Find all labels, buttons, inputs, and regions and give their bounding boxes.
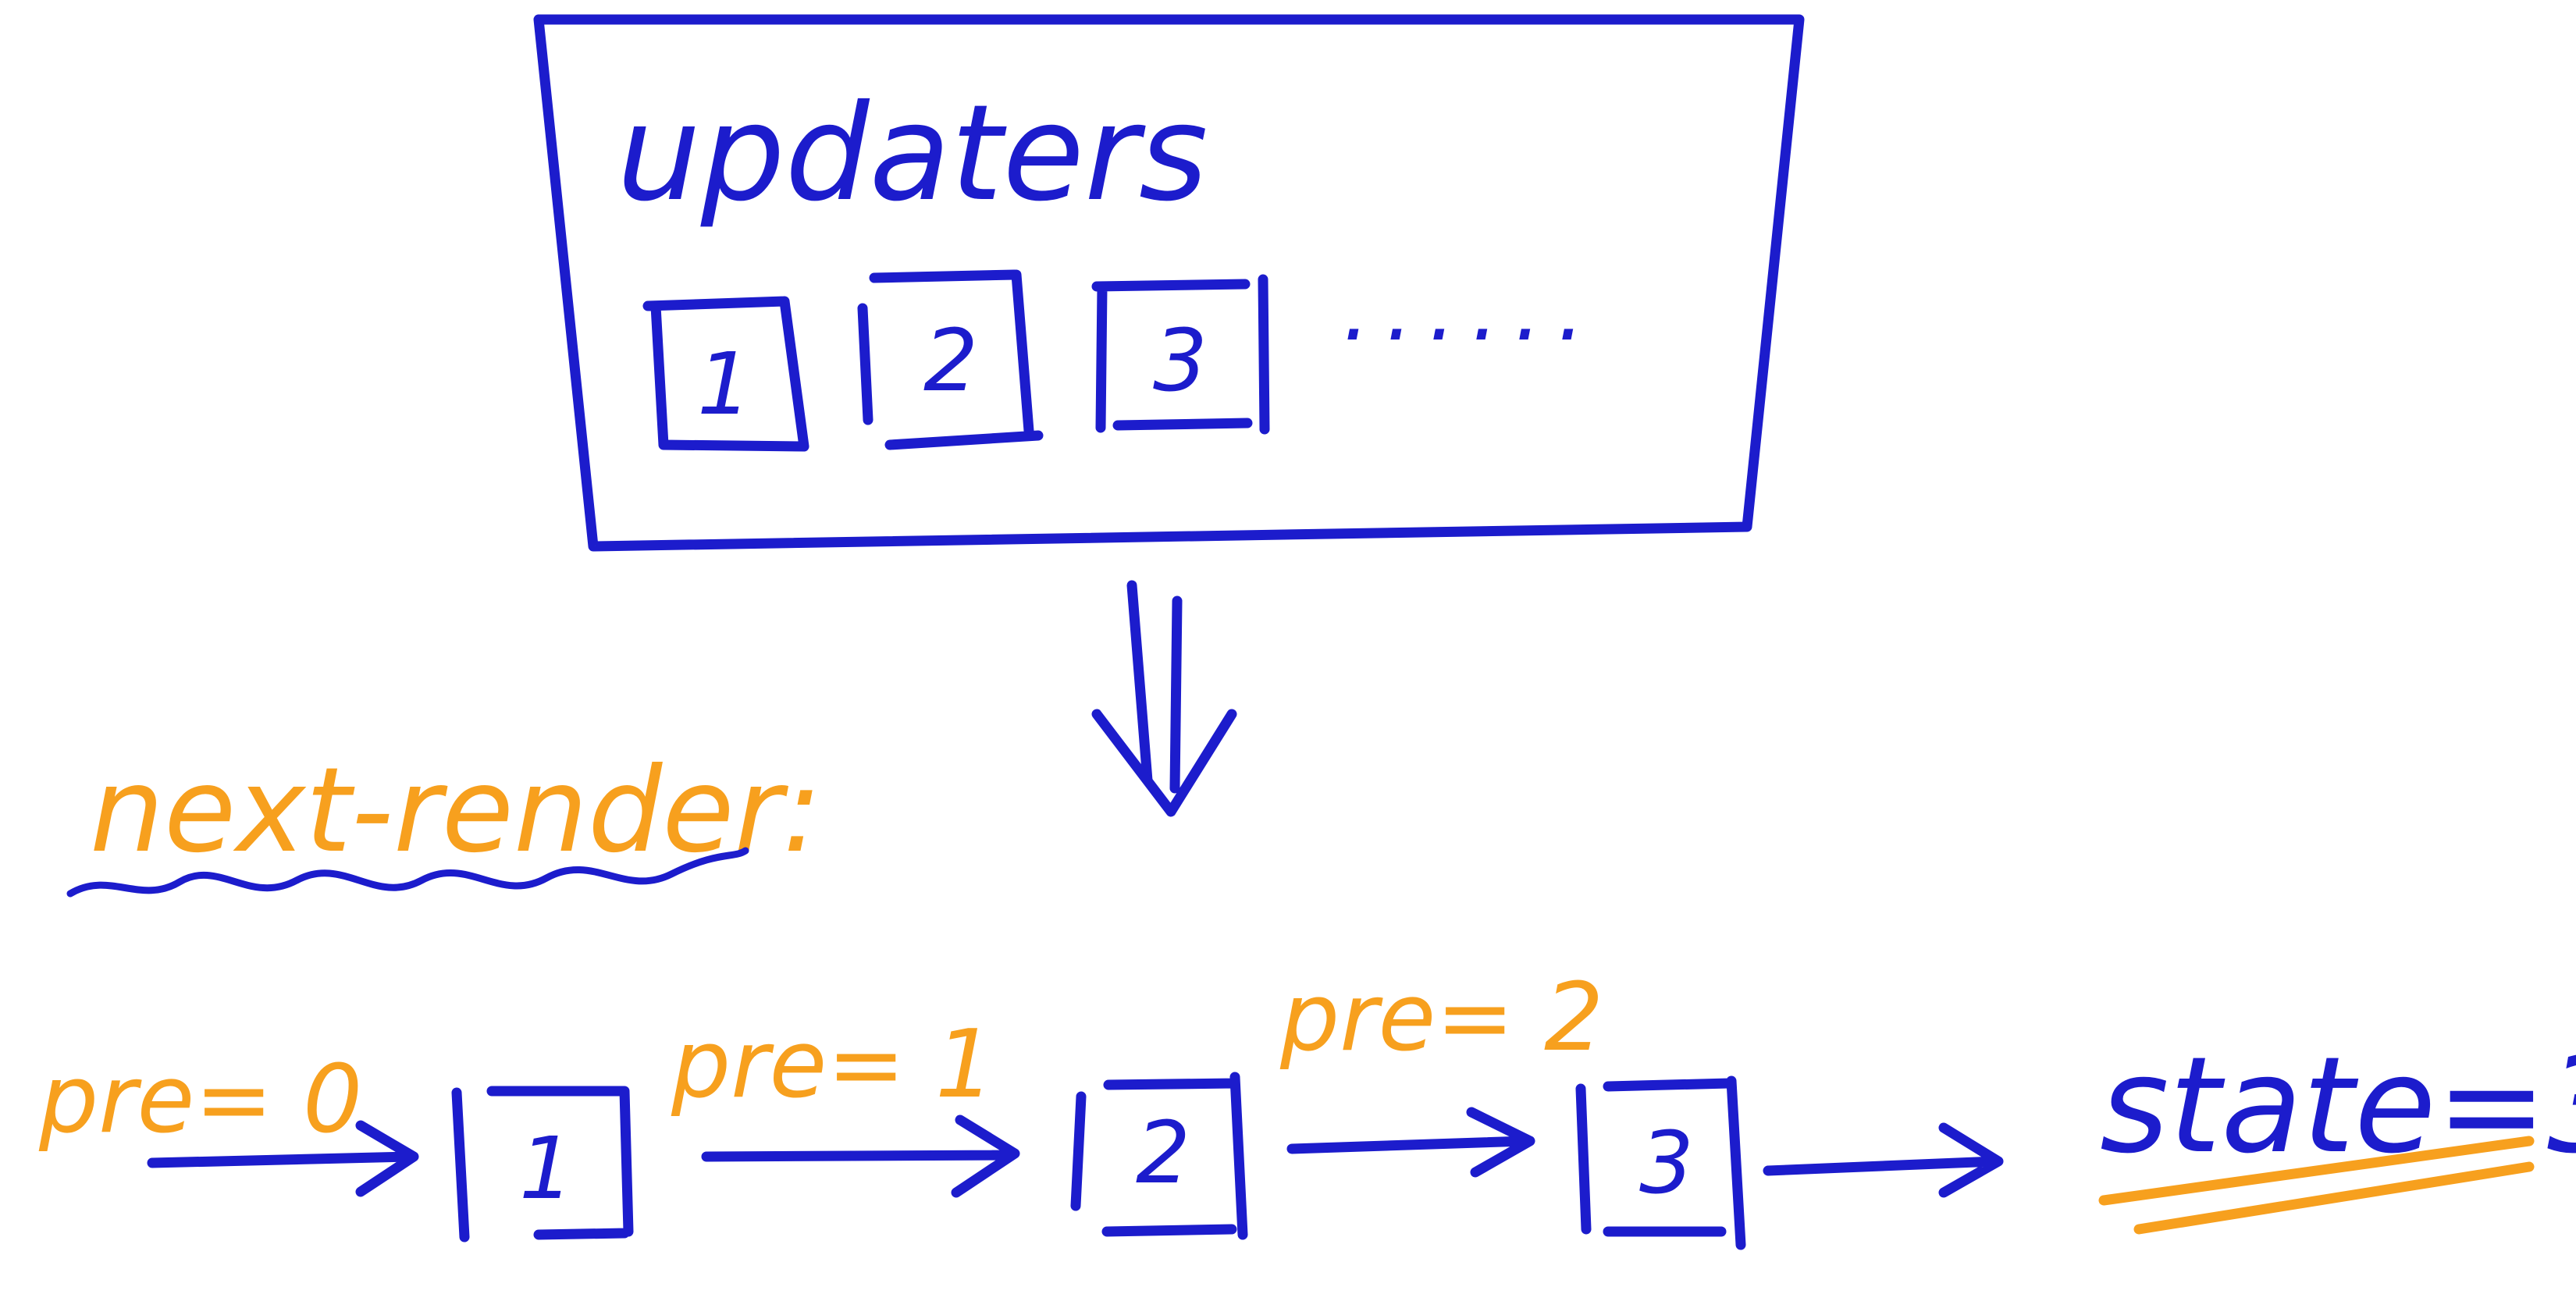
chain-box-2-label: 2 bbox=[1136, 1103, 1190, 1203]
arrow-to-box-1 bbox=[147, 1120, 419, 1197]
chain-box-3: 3 bbox=[1575, 1075, 1746, 1250]
chain-box-1-label: 1 bbox=[519, 1118, 574, 1218]
arrow-to-box-3 bbox=[1286, 1107, 1535, 1178]
queue-item-1: 1 bbox=[642, 296, 809, 452]
queue-item-2: 2 bbox=[857, 269, 1044, 450]
chain-box-2: 2 bbox=[1070, 1072, 1248, 1240]
double-down-arrow-icon bbox=[1091, 580, 1237, 817]
queue-item-3: 3 bbox=[1091, 274, 1270, 435]
arrow-to-result bbox=[1763, 1122, 2004, 1198]
state-double-underline bbox=[2098, 1136, 2535, 1235]
queue-item-1-label: 1 bbox=[697, 334, 752, 434]
queue-more-indicator: ...... bbox=[1343, 260, 1600, 360]
updaters-title: updaters bbox=[617, 76, 1208, 231]
arrow-to-box-2 bbox=[701, 1114, 1020, 1198]
pre-0-label: pre= 0 bbox=[38, 1046, 362, 1154]
state-result-label: state=3 bbox=[2100, 1029, 2576, 1183]
updaters-container bbox=[533, 14, 1805, 552]
queue-item-2-label: 2 bbox=[923, 311, 978, 411]
queue-item-3-label: 3 bbox=[1153, 311, 1208, 411]
next-render-wavy-underline bbox=[66, 847, 749, 898]
pre-1-label: pre= 1 bbox=[671, 1011, 994, 1119]
next-render-label: next-render: bbox=[90, 743, 822, 879]
pre-2-label: pre= 2 bbox=[1279, 964, 1603, 1072]
chain-box-3-label: 3 bbox=[1639, 1113, 1694, 1213]
chain-box-1: 1 bbox=[451, 1086, 634, 1242]
